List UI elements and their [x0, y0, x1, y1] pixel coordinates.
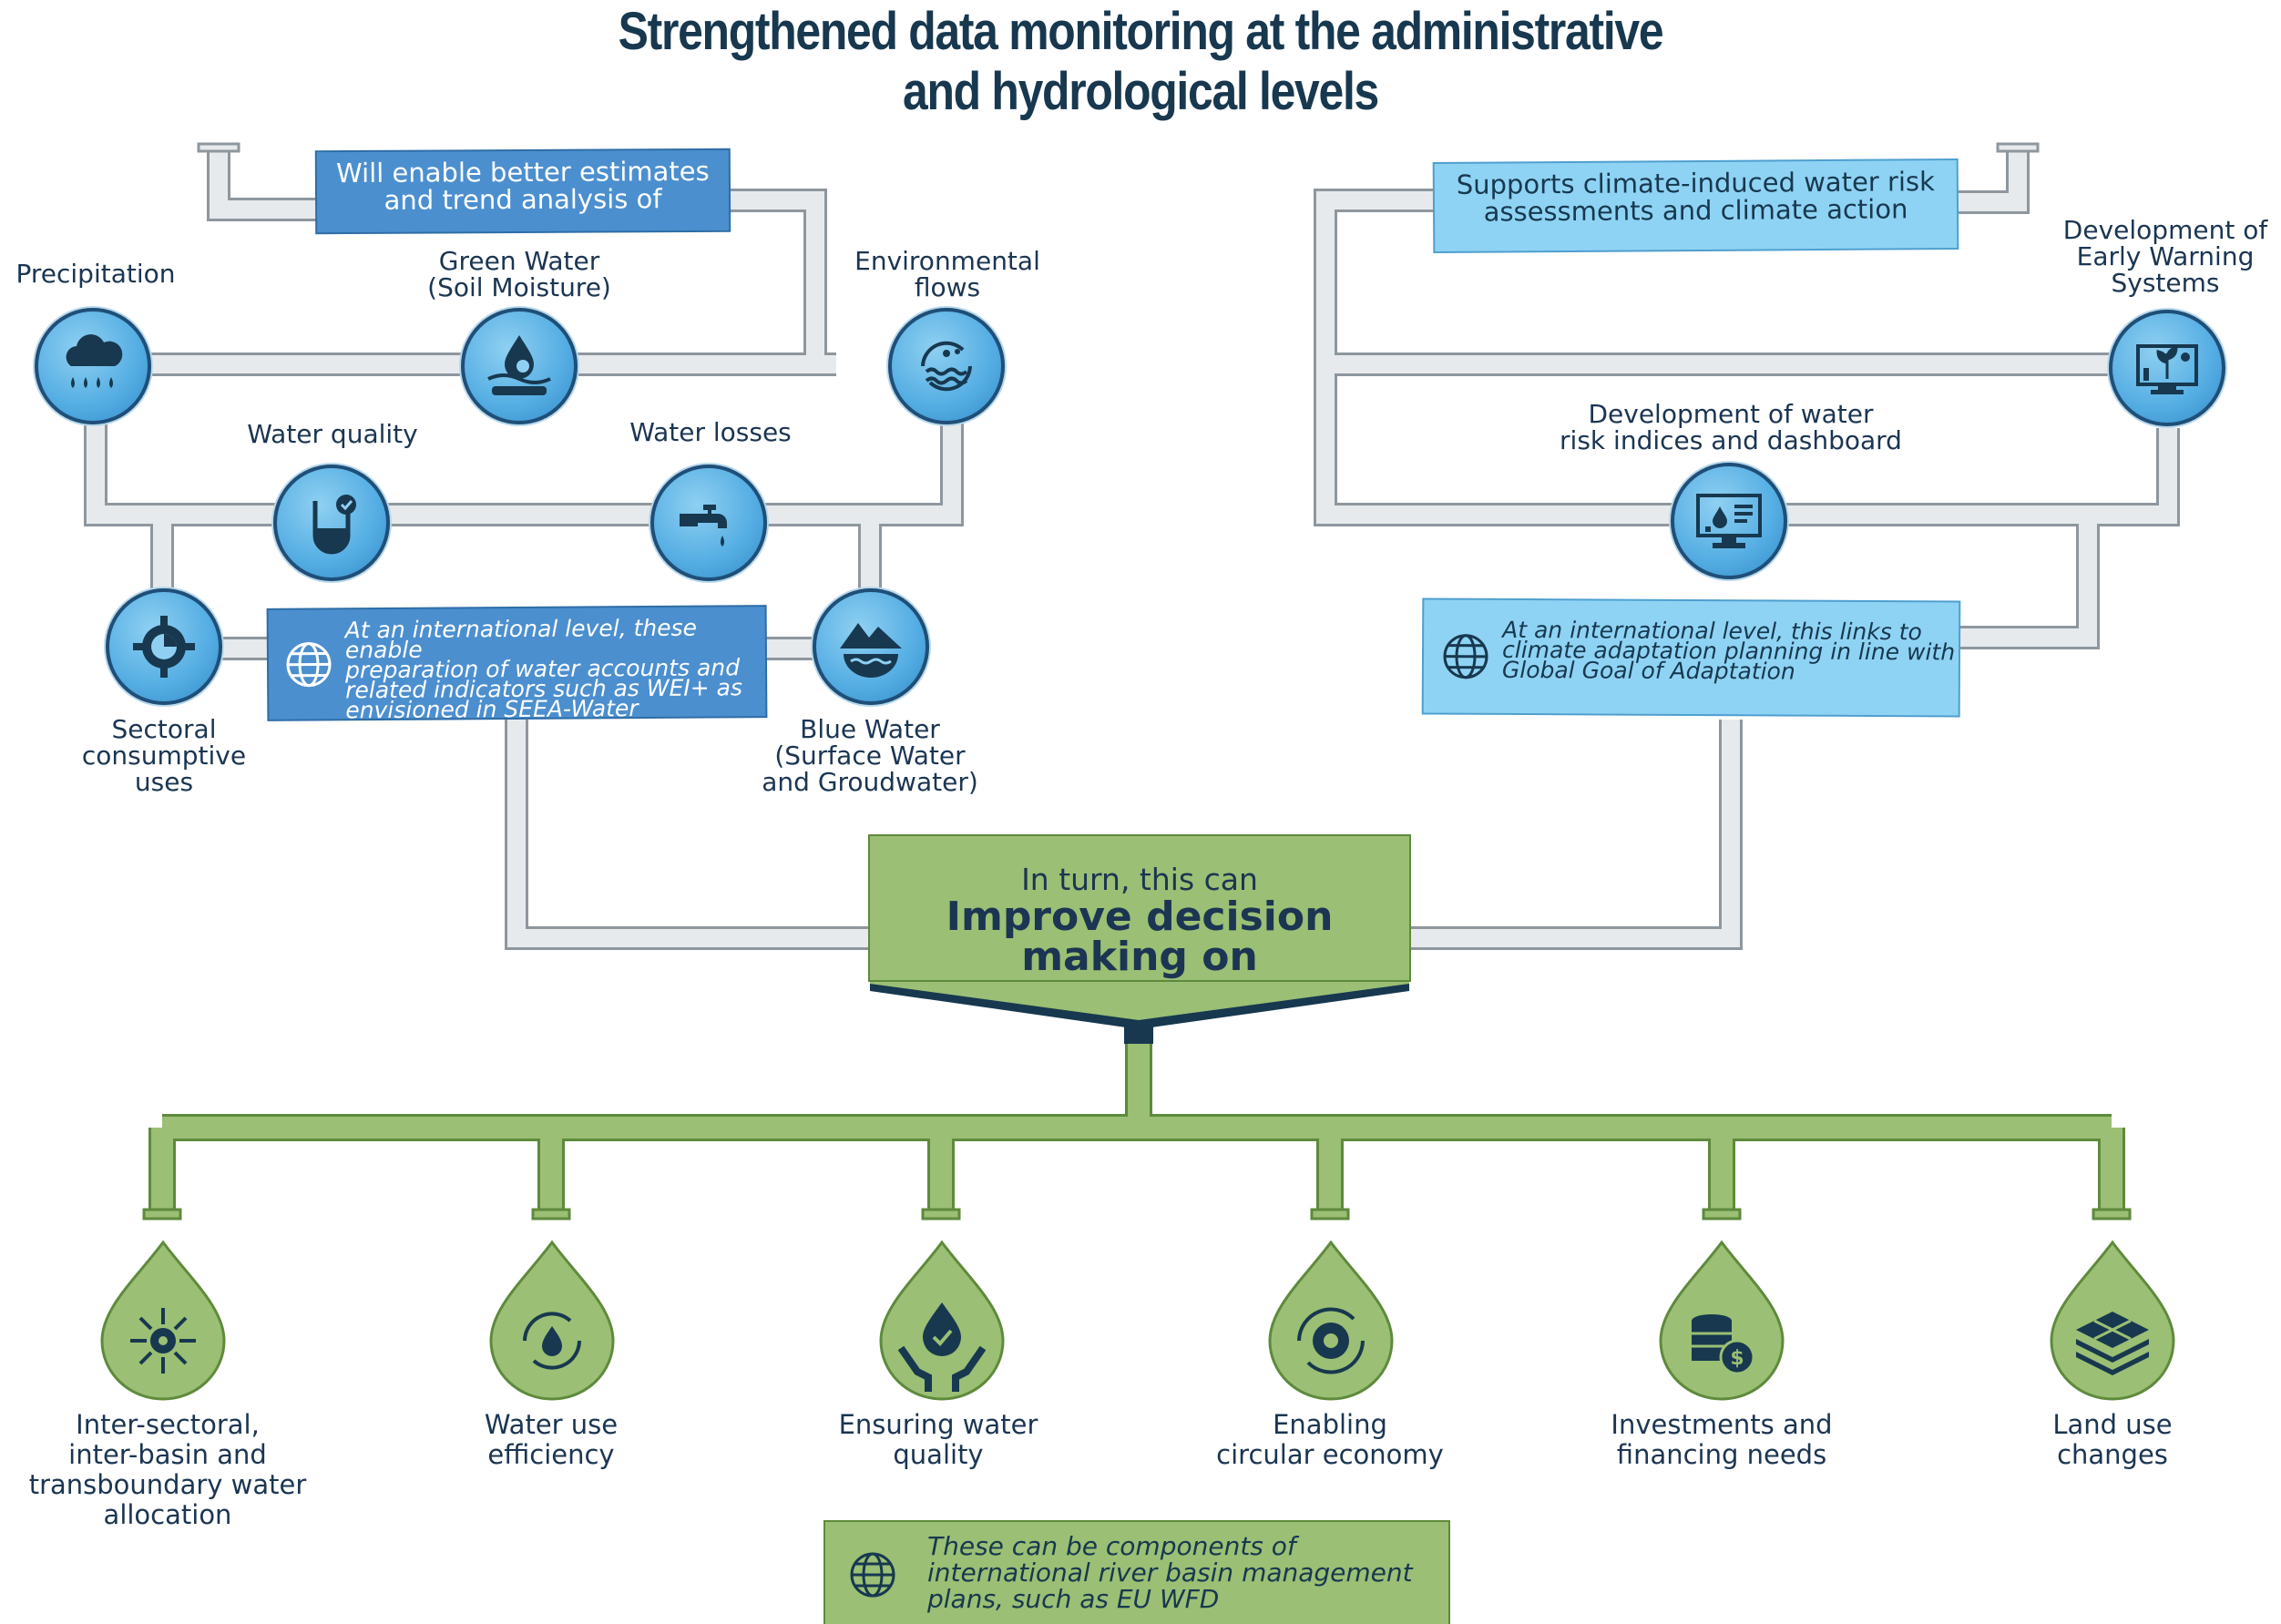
left-header-box: Will enable better estimates and trend a…	[316, 149, 730, 233]
financing-drop: $	[1659, 1240, 1785, 1401]
right-international-box: At an international level, this links to…	[1423, 599, 1959, 716]
label-water-quality: Water quality	[247, 419, 418, 449]
decision-title-line-1: Improve decision	[946, 894, 1334, 940]
bottom-box-line-1: These can be components of	[927, 1531, 1296, 1561]
early-warning-node	[2109, 310, 2225, 426]
land-use-drop	[2050, 1240, 2175, 1401]
sectoral-uses-node	[106, 588, 222, 705]
label-blue-water: Blue Water (Surface Water and Groudwater…	[762, 714, 978, 797]
label-green-water: Green Water (Soil Moisture)	[427, 246, 611, 302]
label-precipitation: Precipitation	[15, 259, 176, 289]
gear-chart-icon	[133, 616, 195, 678]
bottom-box-line-3: plans, such as EU WFD	[927, 1584, 1220, 1614]
faucet-icon	[680, 505, 727, 546]
circular-drop	[1268, 1240, 1394, 1401]
outcome-label-circular: Enabling circular economy	[1216, 1409, 1444, 1470]
bottom-box-line-2: international river basin management	[927, 1558, 1413, 1588]
left-header-line-1: Will enable better estimates	[335, 155, 710, 189]
environmental-flow-icon	[921, 341, 972, 392]
label-water-losses: Water losses	[629, 417, 792, 447]
outcome-label-financing: Investments and financing needs	[1611, 1409, 1833, 1470]
hands-drop-icon	[897, 1302, 987, 1392]
circular-economy-icon	[1297, 1307, 1365, 1374]
water-losses-node	[650, 465, 767, 581]
quality-drop	[879, 1240, 1005, 1401]
land-layers-icon	[2076, 1312, 2149, 1375]
allocation-drop	[100, 1240, 226, 1401]
precipitation-node	[35, 308, 151, 424]
allocation-arrows-icon	[130, 1308, 196, 1374]
mountain-water-icon	[840, 623, 902, 678]
left-intl-line-4: envisioned in SEEA-Water	[345, 695, 639, 724]
blue-water-node	[813, 588, 929, 705]
outcome-label-land-use: Land use changes	[2052, 1409, 2173, 1470]
decision-subtitle: In turn, this can	[1021, 862, 1258, 897]
right-header-box: Supports climate-induced water risk asse…	[1434, 160, 1958, 251]
label-sectoral-uses: Sectoral consumptive uses	[81, 714, 247, 797]
early-warning-icon	[2136, 344, 2198, 394]
globe-icon	[286, 642, 332, 688]
environmental-flows-node	[888, 308, 1005, 424]
title-line-2: and hydrological levels	[903, 62, 1379, 121]
label-risk-indices: Development of water risk indices and da…	[1560, 399, 1902, 455]
dashboard-monitor-icon	[1696, 494, 1762, 548]
coins-dollar-icon: $	[1692, 1314, 1755, 1375]
outcome-label-allocation: Inter-sectoral, inter-basin and transbou…	[28, 1409, 307, 1530]
water-cycle-icon	[523, 1312, 581, 1370]
rain-cloud-icon	[66, 334, 123, 388]
globe-icon	[1443, 634, 1488, 679]
svg-text:$: $	[1730, 1347, 1744, 1370]
efficiency-drop	[489, 1240, 615, 1401]
page-title: Strengthened data monitoring at the admi…	[0, 2, 2281, 122]
decision-box: In turn, this can Improve decision makin…	[870, 836, 1409, 980]
label-environmental-flows: Environmental flows	[854, 246, 1040, 302]
globe-icon	[850, 1552, 895, 1598]
left-international-box: At an international level, these enable …	[268, 607, 766, 724]
risk-dashboard-node	[1671, 463, 1787, 579]
water-quality-icon	[312, 495, 356, 555]
water-quality-node	[273, 465, 390, 581]
bottom-international-box: These can be components of international…	[825, 1522, 1448, 1624]
label-early-warning: Development of Early Warning Systems	[2062, 215, 2268, 298]
title-line-1: Strengthened data monitoring at the admi…	[618, 2, 1664, 61]
left-header-line-2: and trend analysis of	[384, 183, 662, 216]
outcome-label-quality: Ensuring water quality	[838, 1409, 1038, 1470]
right-header-line-2: assessments and climate action	[1483, 193, 1908, 228]
green-water-node	[461, 308, 578, 424]
decision-title-line-2: making on	[1021, 934, 1258, 980]
soil-moisture-icon	[487, 335, 551, 395]
outcome-label-efficiency: Water use efficiency	[484, 1409, 619, 1470]
